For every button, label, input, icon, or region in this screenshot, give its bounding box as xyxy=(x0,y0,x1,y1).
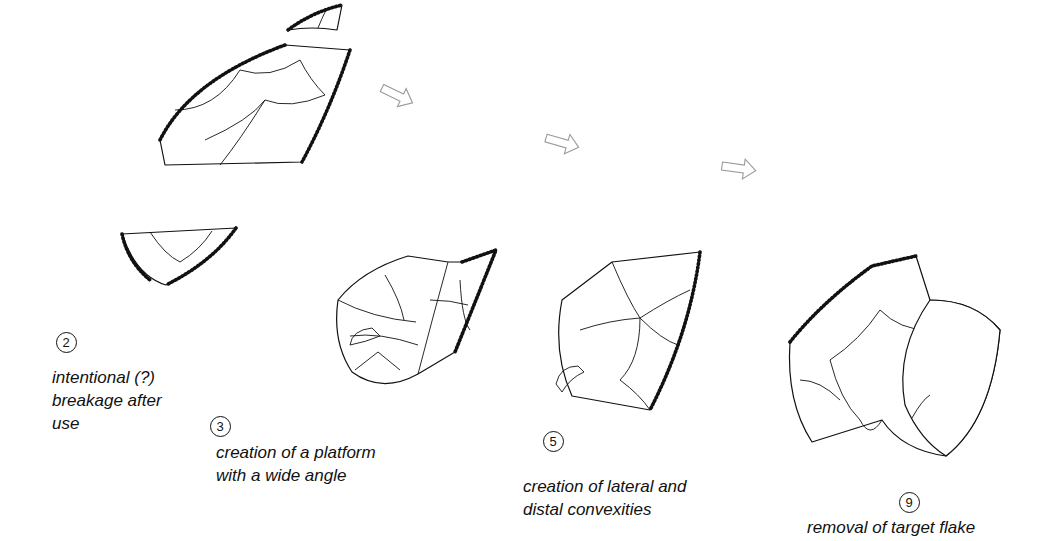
callout-number: 9 xyxy=(905,496,912,509)
stage-number-circle: 9 xyxy=(899,492,920,513)
stage-caption: intentional (?) breakage after use xyxy=(52,366,170,435)
stage-caption: creation of lateral and distal convexiti… xyxy=(523,475,713,521)
stage-number-circle: 2 xyxy=(56,332,77,353)
callout-number: 2 xyxy=(62,336,69,349)
sequence-arrow xyxy=(378,79,757,181)
callout-number: 5 xyxy=(549,435,556,448)
platform-drawing xyxy=(337,250,496,384)
target-flake-drawing xyxy=(789,256,1000,456)
stage-caption: creation of a platform with a wide angle xyxy=(216,441,396,487)
convexity-drawing xyxy=(556,252,700,410)
broken-tool-drawing xyxy=(122,5,350,285)
stage-number-circle: 3 xyxy=(210,416,231,437)
stage-caption: removal of target flake xyxy=(807,516,1037,539)
callout-number: 3 xyxy=(216,420,223,433)
stage-number-circle: 5 xyxy=(543,431,564,452)
